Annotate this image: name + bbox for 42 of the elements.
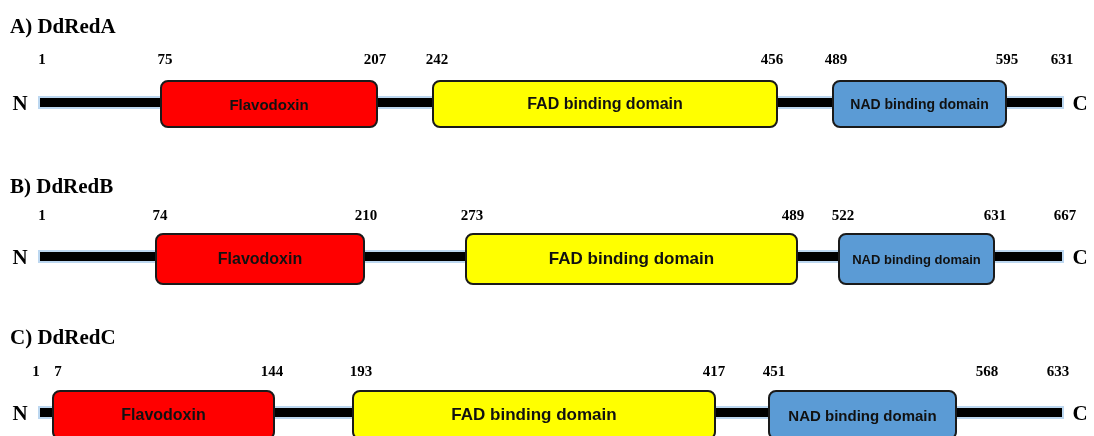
domain-box: Flavodoxin <box>52 390 275 436</box>
terminus-label: C <box>1072 246 1088 268</box>
residue-number: 489 <box>781 208 805 223</box>
terminus-label: N <box>12 402 28 424</box>
residue-number: 633 <box>1046 364 1070 379</box>
residue-number: 1 <box>38 208 46 223</box>
residue-number: 456 <box>760 52 784 67</box>
domain-box: FAD binding domain <box>465 233 798 285</box>
terminus-label: N <box>12 92 28 114</box>
residue-number: 1 <box>38 52 46 67</box>
residue-number: 417 <box>702 364 726 379</box>
residue-number: 631 <box>1050 52 1074 67</box>
residue-number: 75 <box>157 52 173 67</box>
residue-number: 74 <box>152 208 168 223</box>
domain-box: NAD binding domain <box>838 233 995 285</box>
residue-number: 522 <box>831 208 855 223</box>
domain-box: FAD binding domain <box>352 390 716 436</box>
residue-number: 193 <box>349 364 373 379</box>
terminus-label: C <box>1072 402 1088 424</box>
residue-number: 451 <box>762 364 786 379</box>
domain-box: FAD binding domain <box>432 80 778 128</box>
residue-number: 273 <box>460 208 484 223</box>
residue-number: 7 <box>54 364 62 379</box>
domain-box: Flavodoxin <box>155 233 365 285</box>
panel-title: C) DdRedC <box>10 327 116 348</box>
terminus-label: N <box>12 246 28 268</box>
residue-number: 210 <box>354 208 378 223</box>
panel-title: B) DdRedB <box>10 176 114 197</box>
residue-number: 207 <box>363 52 387 67</box>
domain-box: NAD binding domain <box>768 390 957 436</box>
domain-box: NAD binding domain <box>832 80 1007 128</box>
residue-number: 242 <box>425 52 449 67</box>
residue-number: 595 <box>995 52 1019 67</box>
residue-number: 667 <box>1053 208 1077 223</box>
residue-number: 1 <box>32 364 40 379</box>
domain-box: Flavodoxin <box>160 80 378 128</box>
residue-number: 144 <box>260 364 284 379</box>
panel-title: A) DdRedA <box>10 16 116 37</box>
residue-number: 631 <box>983 208 1007 223</box>
residue-number: 568 <box>975 364 999 379</box>
residue-number: 489 <box>824 52 848 67</box>
terminus-label: C <box>1072 92 1088 114</box>
